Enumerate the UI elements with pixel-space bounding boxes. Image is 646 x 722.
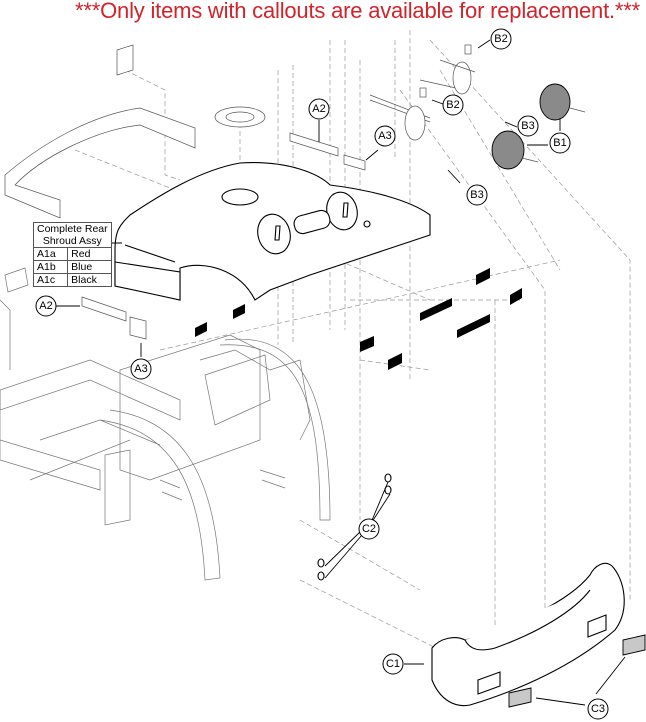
callout-c2[interactable]: C2 [358,518,380,540]
callout-label: A3 [378,130,391,142]
part-code: A1b [32,260,69,274]
scooter-frame [0,267,331,581]
part-color: Black [67,273,112,287]
callout-a2-top[interactable]: A2 [308,98,330,120]
callout-label: B1 [553,137,566,149]
top-reflectors [81,132,366,340]
callout-b2-top[interactable]: B2 [490,28,512,50]
foam-pads [195,268,522,370]
rear-bumper [431,562,646,708]
tail-light-assemblies [369,44,586,170]
part-code: A1a [32,247,69,261]
replacement-notice: ***Only items with callouts are availabl… [75,0,640,23]
callout-c3[interactable]: C3 [587,698,609,720]
callout-a3-top[interactable]: A3 [374,125,396,147]
rear-trim-strip [4,44,266,219]
callout-label: B2 [494,33,507,45]
callout-a3-left[interactable]: A3 [130,358,152,380]
callout-b3-lower[interactable]: B3 [466,184,488,206]
part-color: Red [67,247,112,261]
callout-b2-mid[interactable]: B2 [442,94,464,116]
part-color: Blue [67,260,112,274]
frame-nuts [317,473,392,581]
callout-b3-upper[interactable]: B3 [517,115,539,137]
callout-label: A2 [39,300,52,312]
callout-label: B3 [521,120,534,132]
part-code: A1c [32,273,69,287]
callout-label: C2 [362,523,376,535]
callout-a2-left[interactable]: A2 [35,295,57,317]
callout-label: B3 [470,189,483,201]
rear-shroud [114,162,431,301]
callout-label: B2 [446,99,459,111]
callout-c1[interactable]: C1 [382,653,404,675]
callout-label: C1 [386,658,400,670]
callout-label: C3 [591,703,605,715]
callout-label: A3 [134,363,147,375]
callout-b1[interactable]: B1 [549,132,571,154]
callout-label: A2 [312,103,325,115]
